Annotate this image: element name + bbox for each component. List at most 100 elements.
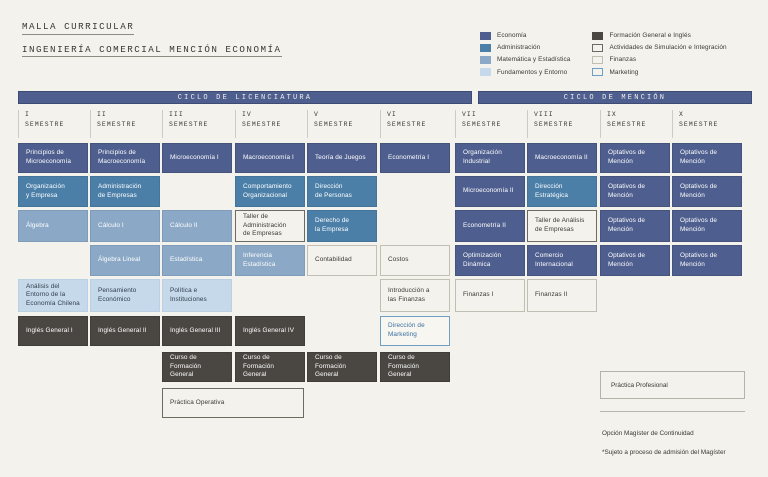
course-box[interactable]: Optativos de Mención xyxy=(600,176,670,207)
course-box[interactable]: Optativos de Mención xyxy=(672,176,742,207)
course-box[interactable]: Curso de Formación General xyxy=(380,352,450,382)
course-box[interactable]: Microeconomía II xyxy=(455,176,525,207)
legend-item-left-3: Matemática y Estadística xyxy=(480,55,570,64)
legend-label: Administración xyxy=(497,44,541,52)
course-box[interactable]: Costos xyxy=(380,245,450,276)
legend-label: Actividades de Simulación e Integración xyxy=(609,44,727,52)
magister-note-line1: Opción Magíster de Continuidad xyxy=(602,429,694,437)
course-box[interactable]: Taller de Análisis de Empresas xyxy=(527,210,597,242)
course-box[interactable]: Introducción a las Finanzas xyxy=(380,279,450,312)
legend-label: Formación General e Inglés xyxy=(609,32,691,39)
course-box[interactable]: Microeconomía I xyxy=(162,143,232,173)
legend-label: Fundamentos y Entorno xyxy=(497,68,568,76)
semester-word: SEMESTRE xyxy=(387,121,427,128)
course-box[interactable]: Inglés General IV xyxy=(235,316,305,346)
course-box[interactable]: Optimización Dinámica xyxy=(455,245,525,276)
footer-divider xyxy=(600,411,745,412)
legend-label: Finanzas xyxy=(609,56,637,64)
semester-roman: X xyxy=(679,111,684,118)
course-box[interactable]: Organización Industrial xyxy=(455,143,525,173)
course-box[interactable]: Finanzas I xyxy=(455,279,525,312)
legend-label: Economía xyxy=(497,32,527,39)
legend-item-right-1: Formación General e Inglés xyxy=(592,31,726,40)
course-box[interactable]: Cálculo II xyxy=(162,210,232,242)
course-box[interactable]: Organización y Empresa xyxy=(18,176,88,207)
course-box[interactable]: Principios de Macroeconomía xyxy=(90,143,160,173)
course-box[interactable]: Pensamiento Económico xyxy=(90,279,160,312)
practica-profesional-box[interactable]: Práctica Profesional xyxy=(600,371,745,399)
course-box[interactable]: Optativos de Mención xyxy=(600,210,670,242)
course-box[interactable]: Práctica Operativa xyxy=(162,388,304,418)
course-box[interactable]: Álgebra Lineal xyxy=(90,245,160,276)
course-box[interactable]: Macroeconomía II xyxy=(527,143,597,173)
course-box[interactable]: Taller de Administración de Empresas xyxy=(235,210,305,242)
course-box[interactable]: Optativos de Mención xyxy=(672,245,742,276)
legend-swatch-icon xyxy=(592,68,604,77)
course-box[interactable]: Inglés General III xyxy=(162,316,232,346)
legend-item-right-4: Marketing xyxy=(592,68,726,77)
semester-roman: II xyxy=(97,111,107,118)
magister-note-line2: *Sujeto a proceso de admisión del Magíst… xyxy=(602,448,726,456)
course-box[interactable]: Dirección Estratégica xyxy=(527,176,597,207)
course-box[interactable]: Curso de Formación General xyxy=(235,352,305,382)
course-box[interactable]: Optativos de Mención xyxy=(672,143,742,173)
legend-swatch-icon xyxy=(480,31,491,40)
course-box[interactable]: Optativos de Mención xyxy=(600,245,670,276)
course-box[interactable]: Política e Instituciones xyxy=(162,279,232,312)
course-box[interactable]: Dirección de Personas xyxy=(307,176,377,207)
course-box[interactable]: Teoría de Juegos xyxy=(307,143,377,173)
legend-swatch-icon xyxy=(480,68,491,77)
course-box[interactable]: Análisis del Entorno de la Economía Chil… xyxy=(18,279,88,312)
semester-header-v: V SEMESTRE xyxy=(307,110,377,138)
course-box[interactable]: Estadística xyxy=(162,245,232,276)
course-box[interactable]: Contabilidad xyxy=(307,245,377,276)
semester-word: SEMESTRE xyxy=(314,121,354,128)
course-box[interactable]: Dirección de Marketing xyxy=(380,316,450,346)
semester-roman: VI xyxy=(387,111,397,118)
course-box[interactable]: Econometría I xyxy=(380,143,450,173)
semester-header-vi: VI SEMESTRE xyxy=(380,110,450,138)
course-box[interactable]: Optativos de Mención xyxy=(600,143,670,173)
semester-word: SEMESTRE xyxy=(169,121,209,128)
course-box[interactable]: Álgebra xyxy=(18,210,88,242)
legend-item-left-4: Fundamentos y Entorno xyxy=(480,68,570,77)
course-box[interactable]: Comercio Internacional xyxy=(527,245,597,276)
course-box[interactable]: Finanzas II xyxy=(527,279,597,312)
semester-roman: V xyxy=(314,111,319,118)
semester-word: SEMESTRE xyxy=(25,121,65,128)
legend-swatch-icon xyxy=(592,43,604,52)
course-box[interactable]: Curso de Formación General xyxy=(307,352,377,382)
banner-ciclo-mencion: CICLO DE MENCIÓN xyxy=(478,91,752,104)
banner-ciclo-licenciatura: CICLO DE LICENCIATURA xyxy=(18,91,472,104)
semester-word: SEMESTRE xyxy=(607,121,647,128)
semester-word: SEMESTRE xyxy=(679,121,719,128)
course-box[interactable]: Administración de Empresas xyxy=(90,176,160,207)
course-box[interactable]: Inglés General II xyxy=(90,316,160,346)
course-box[interactable]: Curso de Formación General xyxy=(162,352,232,382)
course-box[interactable]: Derecho de la Empresa xyxy=(307,210,377,242)
semester-roman: IV xyxy=(242,111,252,118)
course-box[interactable]: Inglés General I xyxy=(18,316,88,346)
legend-item-left-2: Administración xyxy=(480,43,570,52)
title-line-1: MALLA CURRICULAR xyxy=(22,21,135,35)
legend-label: Matemática y Estadística xyxy=(497,56,571,64)
course-box[interactable]: Optativos de Mención xyxy=(672,210,742,242)
semester-roman: I xyxy=(25,111,30,118)
course-box[interactable]: Cálculo I xyxy=(90,210,160,242)
course-box[interactable]: Principios de Microeconomía xyxy=(18,143,88,173)
course-box[interactable]: Comportamiento Organizacional xyxy=(235,176,305,207)
course-box[interactable]: Inferencia Estadística xyxy=(235,245,305,276)
course-box[interactable]: Econometría II xyxy=(455,210,525,242)
course-box[interactable]: Macroeconomía I xyxy=(235,143,305,173)
title-line-2: INGENIERÍA COMERCIAL MENCIÓN ECONOMÍA xyxy=(22,44,282,57)
semester-header-x: X SEMESTRE xyxy=(672,110,742,138)
semester-roman: VIII xyxy=(534,111,554,118)
